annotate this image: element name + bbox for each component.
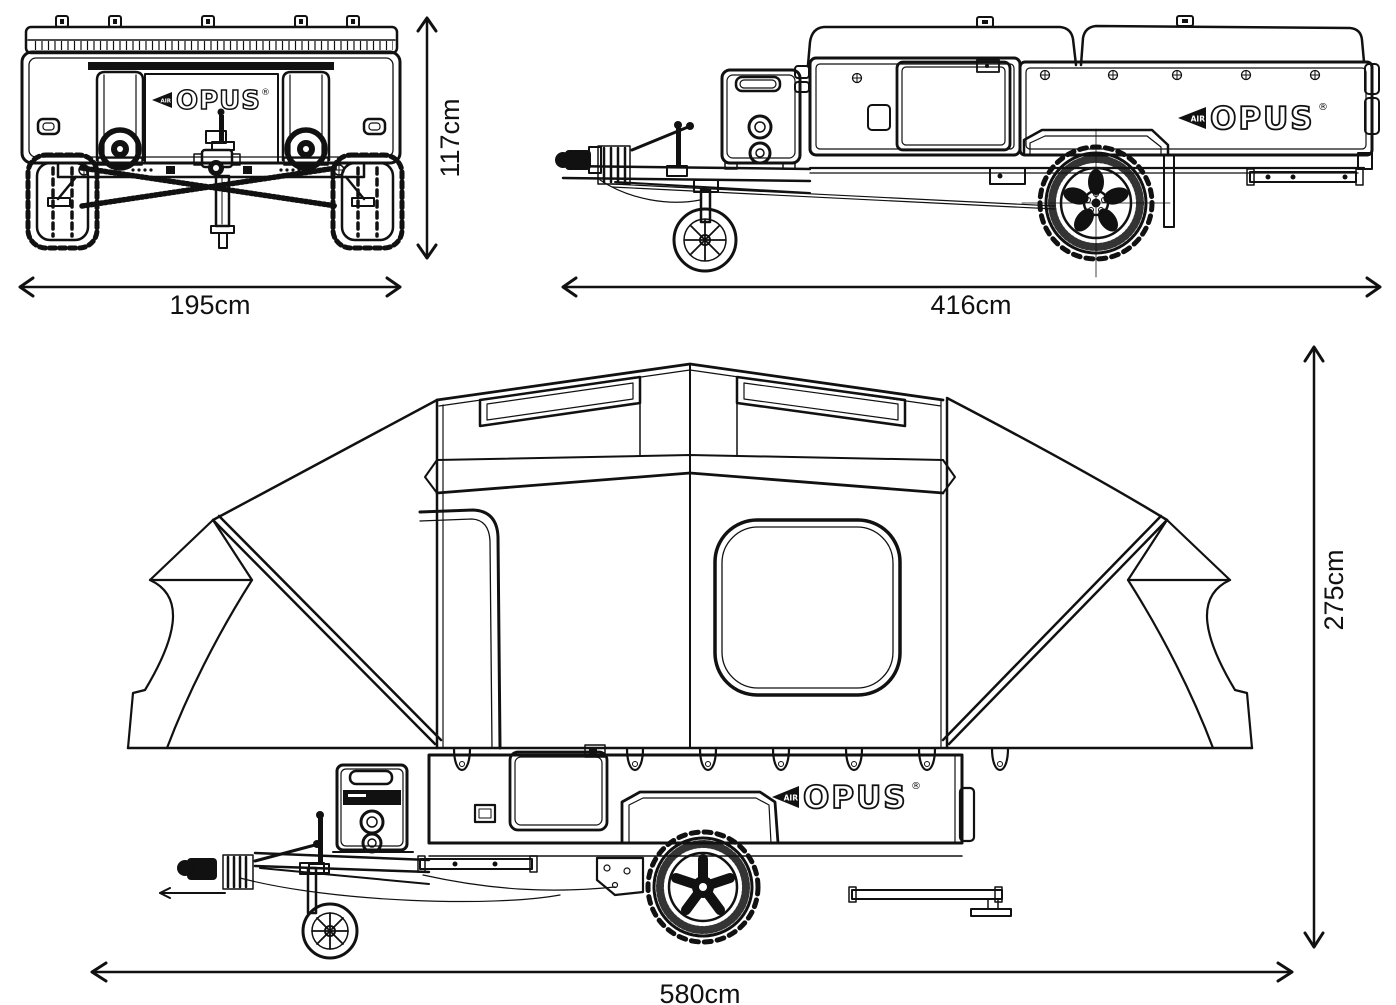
air-badge-label: AIR bbox=[160, 99, 171, 105]
handbrake-lever bbox=[253, 843, 317, 863]
tent-structure bbox=[126, 362, 1254, 772]
jockey-spokes bbox=[684, 219, 726, 261]
right-wheel-pod bbox=[281, 70, 331, 171]
awning-visor bbox=[1126, 518, 1232, 582]
right-tyre bbox=[330, 152, 405, 251]
jockey-wheel bbox=[299, 862, 359, 960]
rear-stabiliser bbox=[851, 889, 1003, 900]
awning-visor bbox=[148, 518, 254, 582]
closed-trailer: AIR OPUS ® bbox=[555, 15, 1380, 278]
cabin-walls bbox=[418, 398, 949, 750]
rear-roof-lid bbox=[1079, 24, 1366, 67]
registered-mark: ® bbox=[911, 781, 921, 792]
height-dimension-label: 275cm bbox=[1319, 549, 1349, 630]
skirt-loops bbox=[452, 746, 1010, 772]
height-dimension-label: 117cm bbox=[435, 98, 465, 177]
opus-logo-text: OPUS bbox=[1210, 101, 1315, 137]
left-wheel-pod bbox=[95, 70, 145, 171]
air-badge-label: AIR bbox=[784, 794, 799, 803]
air-badge-label: AIR bbox=[1191, 115, 1206, 124]
wheel-arch bbox=[1022, 128, 1170, 157]
x-brace bbox=[79, 165, 339, 209]
jockey-wheel bbox=[672, 179, 738, 273]
rear-bar bbox=[88, 62, 334, 70]
winch-crank bbox=[676, 128, 681, 168]
hitch-assembly bbox=[193, 108, 241, 249]
opus-logo: AIR OPUS ® bbox=[1178, 100, 1328, 138]
winch-crank bbox=[318, 818, 323, 864]
suspension-bracket bbox=[595, 856, 645, 897]
axle-bracket bbox=[989, 167, 1026, 185]
slide-out-step bbox=[419, 858, 533, 870]
registered-mark: ® bbox=[261, 88, 270, 98]
small-hatch bbox=[867, 104, 891, 131]
rivet-row bbox=[1039, 69, 1321, 81]
trailer-base: AIR OPUS ® bbox=[159, 744, 1012, 960]
roof-clamp-tabs bbox=[55, 15, 360, 28]
rear-hinge bbox=[958, 786, 976, 843]
water-tank bbox=[332, 763, 414, 854]
mud-flap bbox=[1163, 154, 1175, 228]
tank-label bbox=[343, 790, 401, 805]
height-dimension: 117cm bbox=[416, 16, 465, 260]
length-dimension: 580cm bbox=[90, 961, 1294, 1005]
length-dimension-label: 580cm bbox=[659, 979, 740, 1005]
length-dimension-label: 416cm bbox=[930, 290, 1011, 320]
left-tyre bbox=[25, 152, 100, 251]
lid-seal-ticks bbox=[30, 41, 393, 50]
bellows bbox=[222, 854, 254, 890]
opus-logo-text: OPUS bbox=[803, 780, 908, 816]
bellows bbox=[597, 145, 631, 185]
road-wheel bbox=[645, 829, 761, 945]
air-badge-icon bbox=[772, 786, 799, 808]
hitch-coupler bbox=[177, 811, 330, 890]
drawbar bbox=[159, 851, 561, 903]
width-dimension: 195cm bbox=[18, 276, 402, 320]
length-dimension: 416cm bbox=[561, 276, 1382, 320]
right-vent-window bbox=[735, 375, 907, 428]
wheel-arch bbox=[620, 790, 780, 845]
air-badge-icon bbox=[1178, 107, 1206, 129]
right-handle bbox=[362, 117, 387, 136]
open-view-drawing: AIR OPUS ® bbox=[90, 345, 1349, 1005]
height-dimension: 275cm bbox=[1303, 345, 1349, 949]
socket-hatch bbox=[473, 803, 497, 824]
water-tank bbox=[720, 65, 810, 170]
front-storage-box bbox=[808, 56, 1022, 157]
front-trailer-body: AIR OPUS ® bbox=[20, 15, 405, 251]
base-door-latch bbox=[584, 744, 606, 758]
front-view-drawing: AIR OPUS ® bbox=[18, 15, 465, 320]
road-wheel bbox=[1021, 128, 1171, 278]
front-roof-lid bbox=[806, 25, 1078, 67]
left-handle bbox=[36, 117, 61, 136]
right-awning bbox=[941, 396, 1254, 750]
registered-mark: ® bbox=[1318, 102, 1328, 113]
rear-bumper-end bbox=[1357, 152, 1373, 170]
side-view-drawing: AIR OPUS ® bbox=[555, 15, 1382, 320]
base-door bbox=[508, 750, 609, 832]
rear-hinge-upper bbox=[1364, 63, 1380, 95]
roof-lids bbox=[435, 362, 945, 749]
left-awning bbox=[126, 398, 443, 750]
box-door bbox=[895, 60, 1012, 152]
width-dimension-label: 195cm bbox=[169, 290, 250, 320]
opus-logo: AIR OPUS ® bbox=[152, 85, 270, 117]
opus-logo: AIR OPUS ® bbox=[772, 779, 921, 817]
stabiliser-foot bbox=[970, 908, 1012, 917]
door-frame bbox=[418, 508, 502, 750]
hitch-coupler bbox=[555, 121, 701, 203]
door-latch bbox=[976, 59, 1000, 73]
awning-ridge-pole bbox=[947, 518, 1169, 746]
chassis bbox=[417, 841, 1012, 917]
awning-ridge-pole bbox=[211, 518, 437, 746]
rear-hinge-lower bbox=[1364, 97, 1380, 135]
cabin-window bbox=[713, 518, 902, 697]
air-badge-icon bbox=[152, 92, 172, 108]
chassis bbox=[611, 152, 1373, 210]
